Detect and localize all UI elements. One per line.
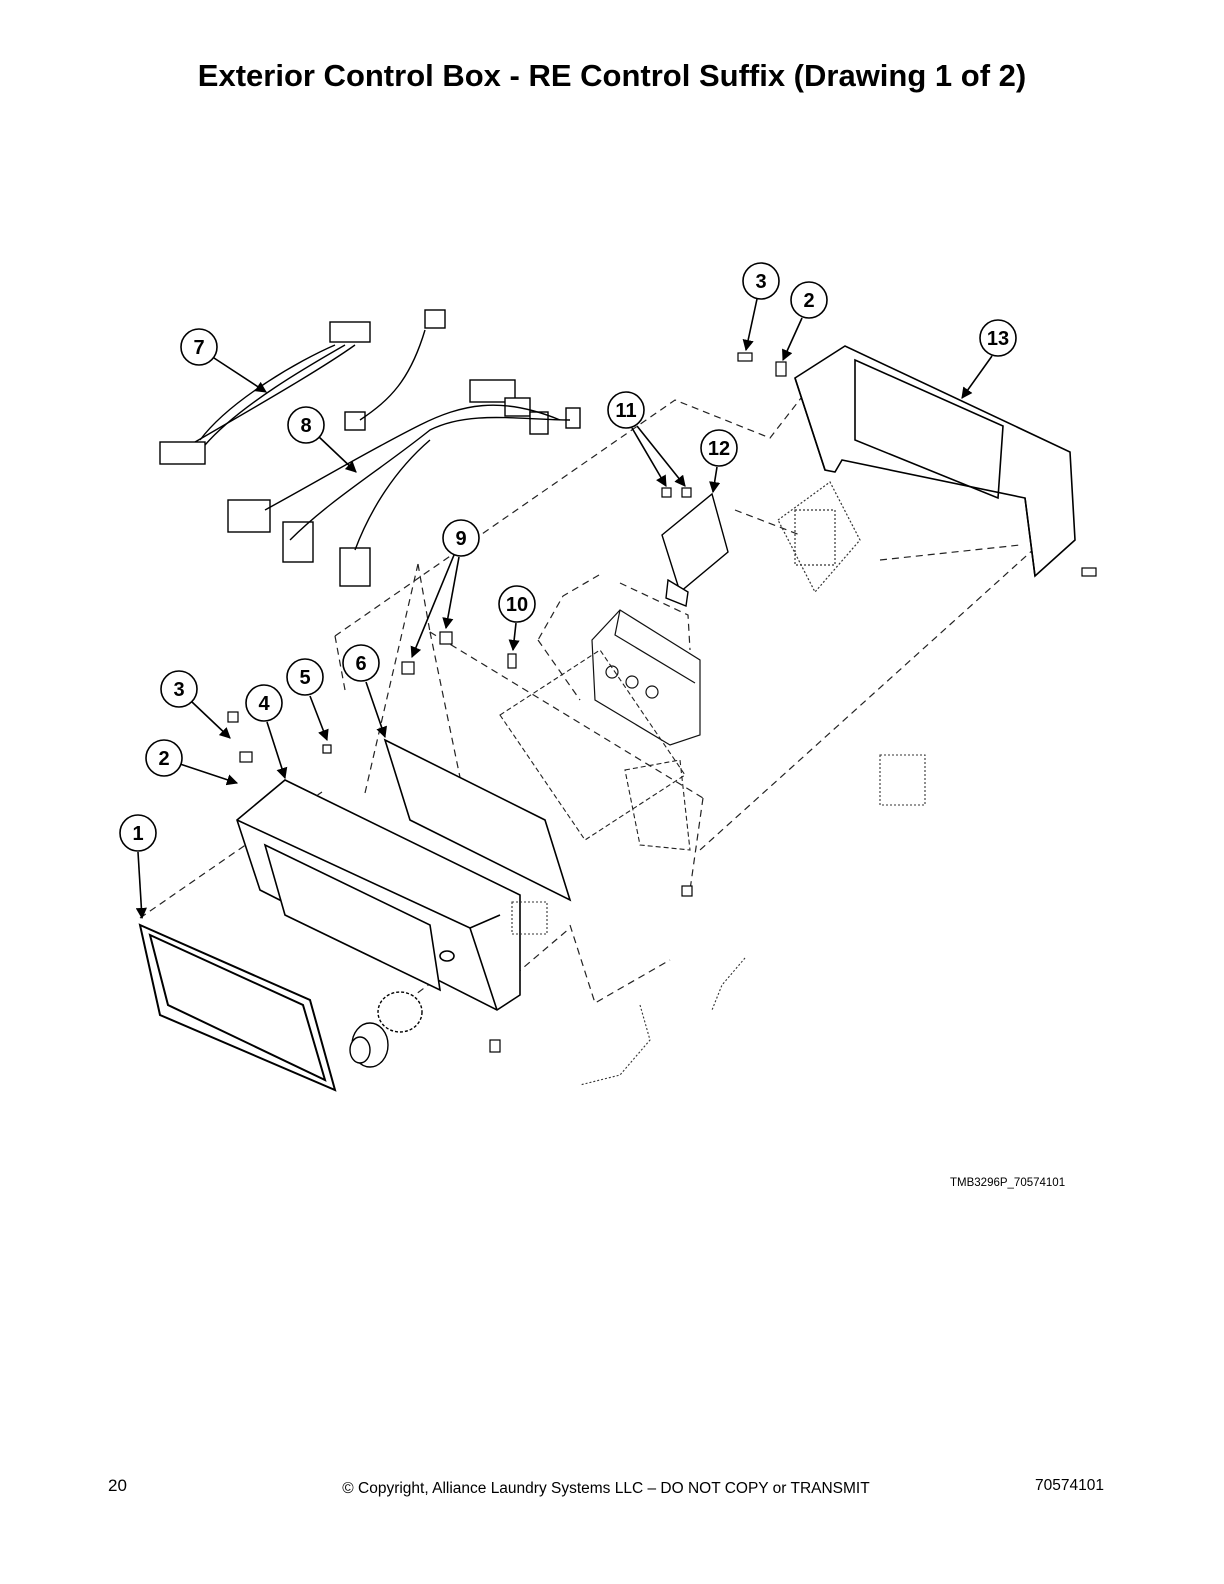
callout-12: 12 (700, 429, 738, 494)
control-module (591, 609, 701, 746)
svg-text:5: 5 (299, 667, 310, 689)
svg-text:7: 7 (193, 337, 204, 359)
circuit-board (777, 481, 861, 594)
part-13-bracket (794, 345, 1076, 578)
callout-4: 4 (245, 684, 288, 780)
svg-text:13: 13 (987, 328, 1009, 350)
svg-text:11: 11 (615, 400, 636, 422)
callout-5: 5 (286, 658, 329, 742)
callout-1: 1 (119, 814, 157, 920)
part-1-bezel (138, 923, 337, 1092)
svg-text:9: 9 (455, 528, 466, 550)
svg-text:8: 8 (300, 415, 311, 437)
mounting-channel (499, 649, 691, 851)
svg-text:2: 2 (803, 290, 814, 312)
drawing-id: TMB3296P_70574101 (950, 1177, 1066, 1189)
svg-text:3: 3 (173, 679, 184, 701)
small-components (511, 754, 926, 1086)
callout-8: 8 (287, 406, 357, 473)
copyright-notice: © Copyright, Alliance Laundry Systems LL… (342, 1480, 870, 1497)
callout-7: 7 (180, 328, 267, 393)
part-8-harness (227, 309, 581, 587)
callout-13: 13 (961, 319, 1017, 399)
part-4-control-box (236, 779, 521, 1011)
callout-11: 11 (607, 391, 686, 487)
knob-assembly (349, 991, 423, 1068)
svg-text:4: 4 (258, 693, 270, 715)
part-12-plate (661, 492, 729, 607)
svg-text:2: 2 (158, 748, 169, 770)
svg-text:1: 1 (132, 823, 143, 845)
callout-9: 9 (410, 519, 480, 659)
part-7-harness (159, 321, 371, 465)
callout-6: 6 (342, 644, 388, 739)
svg-text:10: 10 (506, 594, 528, 616)
part-6-panel (383, 738, 572, 902)
document-number: 70574101 (1035, 1477, 1104, 1494)
svg-text:6: 6 (355, 653, 366, 675)
page-number: 20 (108, 1476, 127, 1495)
callout-2-left: 2 (145, 739, 239, 786)
callout-10: 10 (498, 585, 536, 652)
svg-text:3: 3 (755, 271, 766, 293)
callout-3-left: 3 (160, 670, 231, 739)
callout-3-right: 3 (742, 262, 780, 352)
svg-text:12: 12 (708, 438, 730, 460)
fasteners (227, 352, 1097, 1053)
callout-2-right: 2 (782, 281, 828, 362)
callouts: 1 2 3 4 5 6 7 (119, 262, 1017, 920)
page-title: Exterior Control Box - RE Control Suffix… (197, 58, 1027, 93)
